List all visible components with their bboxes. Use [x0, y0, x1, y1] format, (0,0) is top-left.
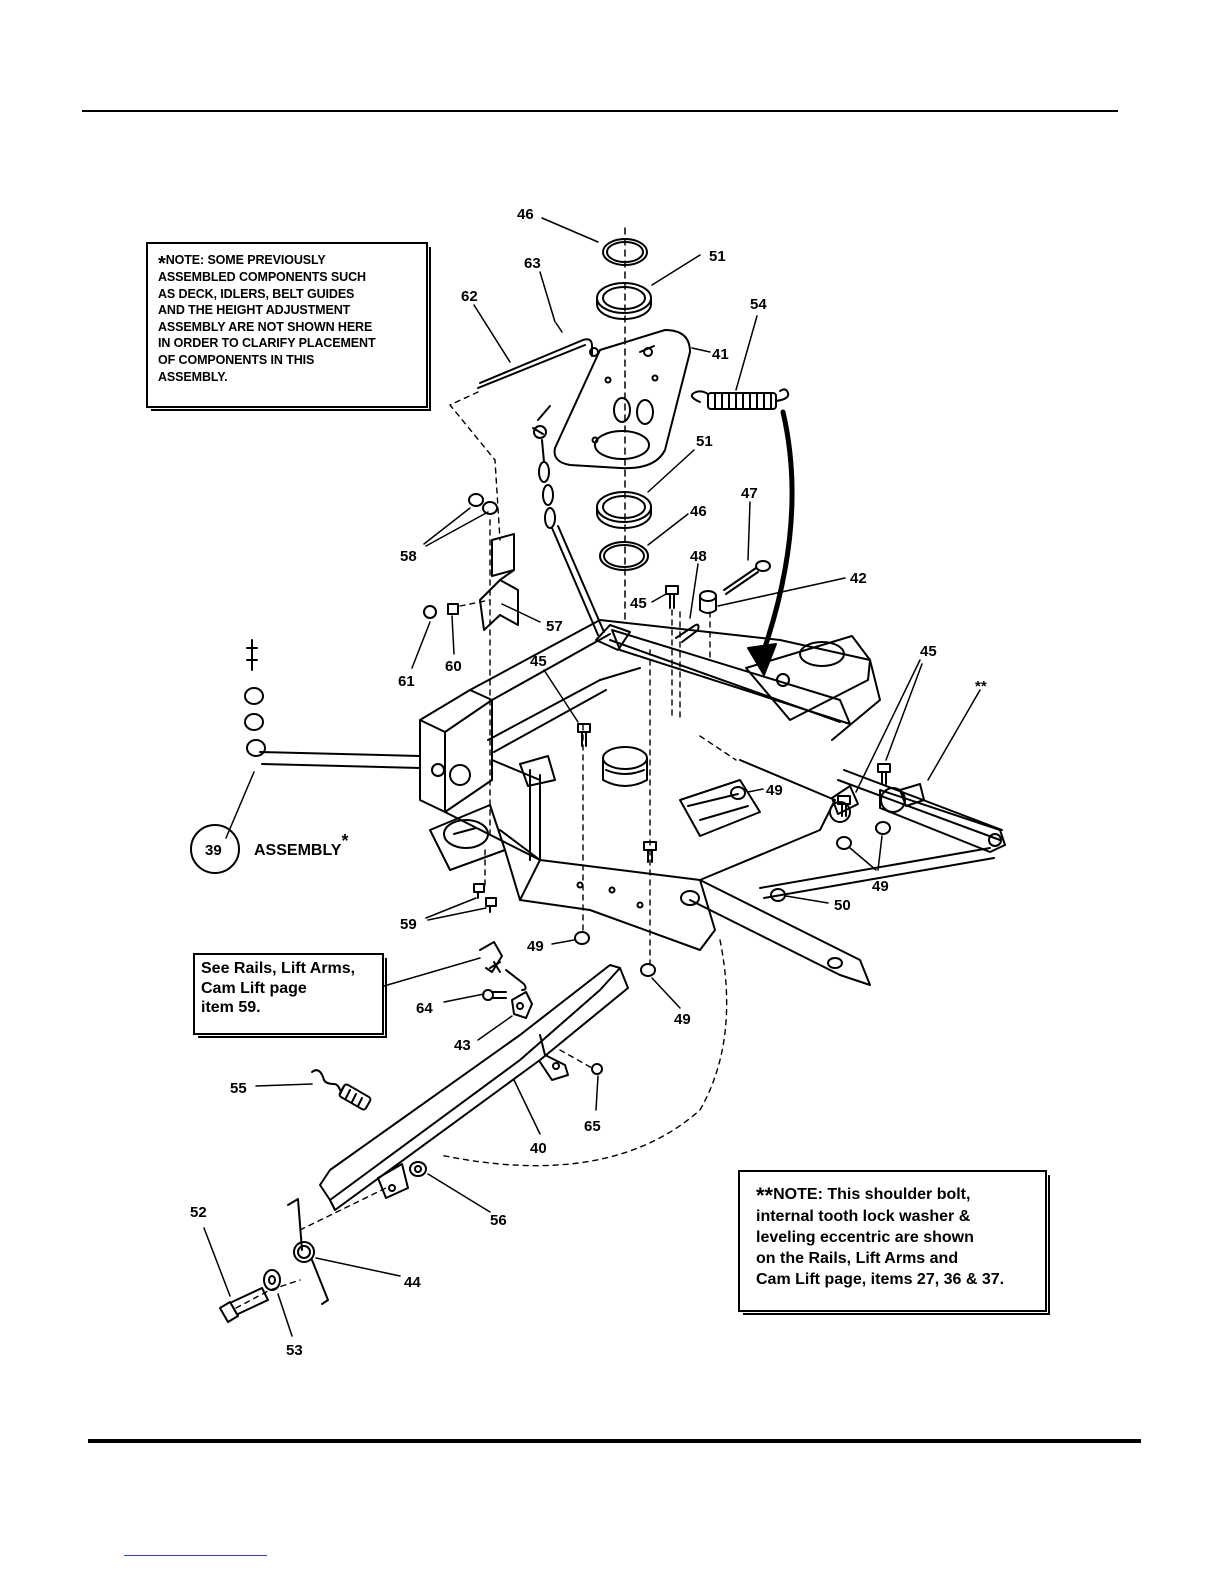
spacer	[699, 590, 717, 614]
spring-55	[311, 1069, 372, 1111]
bottom-rule	[88, 1439, 1141, 1443]
callout-52: 52	[190, 1204, 207, 1221]
nut-61-screw-60	[423, 603, 459, 619]
nut-50	[770, 888, 786, 902]
callout-42: 42	[850, 570, 867, 587]
callout-labels: 46 51 63 62 54 41 51 47 46 58 48 42 45 5…	[190, 206, 987, 1359]
callout-62: 62	[461, 288, 478, 305]
bolt-note-star: **	[756, 1183, 774, 1208]
bolts-45	[577, 723, 891, 863]
callout-49: 49	[766, 782, 783, 799]
snap-ring-top	[602, 238, 648, 266]
bushing-lower	[596, 491, 652, 529]
callout-45: 45	[530, 653, 547, 670]
deck-note-line-8: ASSEMBLY.	[158, 369, 228, 384]
bracket-57	[479, 533, 519, 631]
deck-note-line-2: ASSEMBLED COMPONENTS SUCH	[158, 270, 366, 284]
callout-55: 55	[230, 1080, 247, 1097]
deck-note-star: *	[158, 253, 166, 275]
leader-lines	[203, 217, 981, 1337]
callout-43: 43	[454, 1037, 471, 1054]
callout-50: 50	[834, 897, 851, 914]
callout-59: 59	[400, 916, 417, 933]
footer-link-underline[interactable]	[124, 1555, 267, 1556]
nut-65	[591, 1063, 603, 1075]
chain-link	[532, 405, 605, 636]
callout-49: 49	[527, 938, 544, 955]
assembly-label-text: ASSEMBLY	[254, 842, 342, 859]
callout-61: 61	[398, 673, 415, 690]
bushing-top	[596, 282, 652, 320]
callout-60: 60	[445, 658, 462, 675]
washer-56	[409, 1161, 427, 1177]
bolt-note-line-1: **NOTE: This shoulder bolt,	[756, 1183, 971, 1208]
callout-41: 41	[712, 346, 729, 363]
bolt-note-line-3: leveling eccentric are shown	[756, 1229, 974, 1246]
bolt-note-line-2: internal tooth lock washer &	[756, 1208, 971, 1225]
callout-40: 40	[530, 1140, 547, 1157]
rails-note-box: See Rails, Lift Arms, Cam Lift page item…	[193, 953, 387, 1038]
callout-57: 57	[546, 618, 563, 635]
assembly-star: *	[341, 831, 348, 851]
snap-ring-lower	[599, 541, 649, 571]
extension-spring	[690, 388, 790, 410]
callout-51: 51	[696, 433, 713, 450]
deck-note-line-6: IN ORDER TO CLARIFY PLACEMENT	[158, 336, 376, 351]
deck-note-line-7: OF COMPONENTS IN THIS	[158, 352, 315, 367]
assembly-lines	[235, 391, 737, 1309]
washer-53	[263, 1269, 281, 1291]
callout-54: 54	[750, 296, 767, 313]
deck-note-line-5: ASSEMBLY ARE NOT SHOWN HERE	[158, 319, 373, 334]
callout-44: 44	[404, 1274, 421, 1291]
clevis-pin	[723, 560, 771, 595]
rod	[477, 338, 599, 389]
callout-46: 46	[517, 206, 534, 223]
callout-64: 64	[416, 1000, 433, 1017]
lever-40	[319, 964, 629, 1211]
shoulder-bolt-note-box: **NOTE: This shoulder bolt, internal too…	[738, 1170, 1050, 1315]
double-star-marker: **	[975, 678, 987, 695]
bolt-note-line-4: on the Rails, Lift Arms and	[756, 1250, 959, 1267]
callout-48: 48	[690, 548, 707, 565]
bolt-top	[665, 585, 679, 609]
bolt-note-line-5: Cam Lift page, items 27, 36 & 37.	[756, 1271, 1005, 1288]
clip-part	[479, 941, 527, 991]
assembly-label: ASSEMBLY*	[254, 831, 348, 859]
callout-51: 51	[709, 248, 726, 265]
deck-note-line-3: AS DECK, IDLERS, BELT GUIDES	[158, 286, 355, 301]
rails-note-line-3: item 59.	[201, 999, 261, 1017]
deck-note-line-1: *NOTE: SOME PREVIOUSLY	[158, 253, 326, 275]
bracket-43	[511, 991, 533, 1019]
callout-65: 65	[584, 1118, 601, 1135]
main-frame	[419, 619, 1006, 986]
callout-63: 63	[524, 255, 541, 272]
pin-64	[482, 989, 507, 1001]
callout-58: 58	[400, 548, 417, 565]
nuts-58	[468, 493, 498, 515]
callout-45: 45	[920, 643, 937, 660]
callout-53: 53	[286, 1342, 303, 1359]
rails-note-line-2: Cam Lift page	[201, 979, 307, 997]
deck-note-box: *NOTE: SOME PREVIOUSLY ASSEMBLED COMPONE…	[146, 242, 431, 411]
left-linkage	[225, 639, 421, 839]
shoulder-bolt-52	[219, 1287, 269, 1323]
callout-49: 49	[674, 1011, 691, 1028]
install-arrow	[747, 409, 795, 676]
assembly-circle	[190, 824, 240, 874]
top-rule	[82, 110, 1118, 112]
nuts-49	[574, 786, 891, 977]
torsion-spring-44	[287, 1198, 329, 1305]
pivot-plate	[553, 329, 691, 470]
callout-45: 45	[630, 595, 647, 612]
callout-49: 49	[872, 878, 889, 895]
assembly-number: 39	[205, 842, 222, 859]
deck-note-line-4: AND THE HEIGHT ADJUSTMENT	[158, 303, 351, 318]
callout-47: 47	[741, 485, 758, 502]
callout-56: 56	[490, 1212, 507, 1229]
callout-46: 46	[690, 503, 707, 520]
rails-note-line-1: See Rails, Lift Arms,	[201, 960, 356, 977]
screws-59	[473, 883, 497, 913]
